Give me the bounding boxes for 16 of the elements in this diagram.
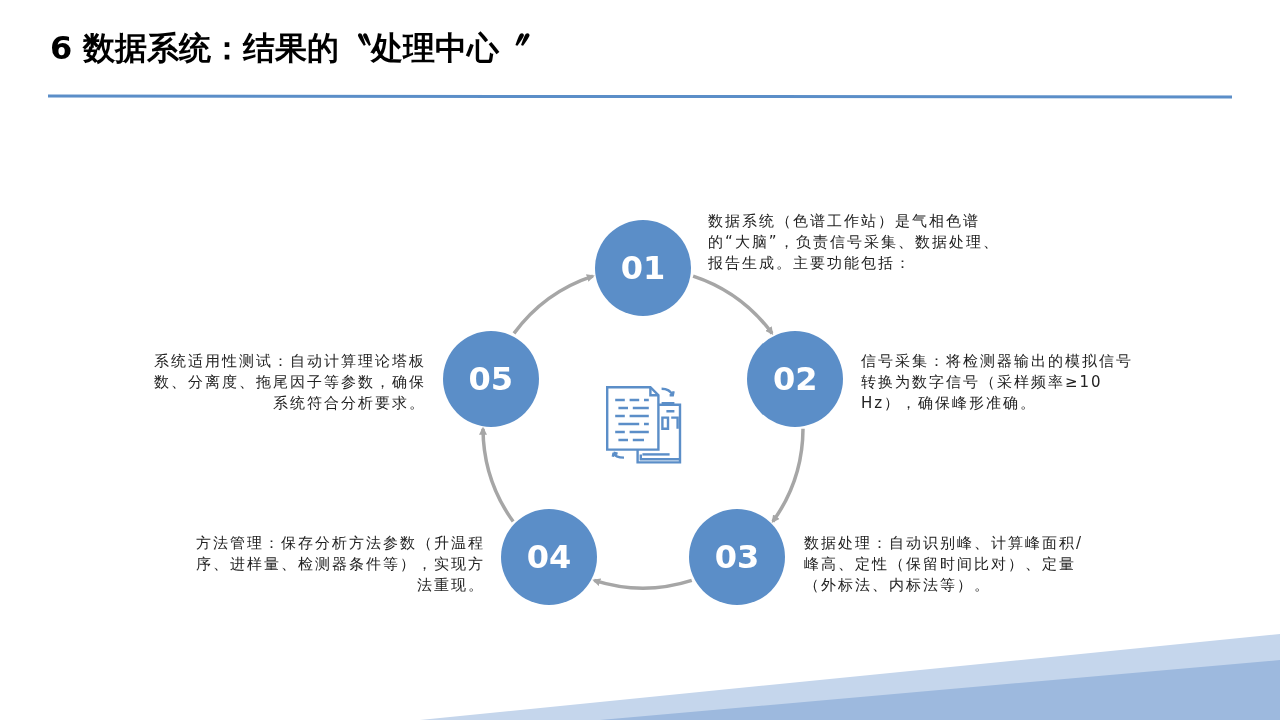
step-number: 05 (468, 358, 514, 400)
curved-arrow (592, 578, 693, 590)
step-number: 01 (620, 248, 666, 289)
step-number: 04 (526, 537, 572, 579)
step-description: 信号采集：将检测器输出的模拟信号转换为数字信号（采样频率≥10 Hz），确保峰形准确。 (861, 351, 1134, 414)
step-description: 方法管理：保存分析方法参数（升温程序、进样量、检测器条件等），实现方法重现。 (195, 533, 485, 596)
title: 6 数据系统：结果的〝处理中心〞 (50, 28, 532, 69)
curved-arrow (479, 426, 515, 523)
step-number: 02 (772, 358, 818, 400)
step-description: 数据处理：自动识别峰、计算峰面积/峰高、定性（保留时间比对）、定量（外标法、内标法等）。 (804, 533, 1085, 596)
curved-arrow (771, 428, 805, 524)
step-description: 系统适用性测试：自动计算理论塔板数、分离度、拖尾因子等参数，确保系统符合分析要求。 (153, 351, 426, 414)
curved-arrow (692, 274, 774, 335)
step-description: 数据系统（色谱工作站）是气相色谱的“大脑”，负责信号采集、数据处理、报告生成。主要功能包括： (708, 211, 1001, 274)
step-number: 03 (714, 537, 760, 579)
curved-arrow (512, 274, 595, 335)
